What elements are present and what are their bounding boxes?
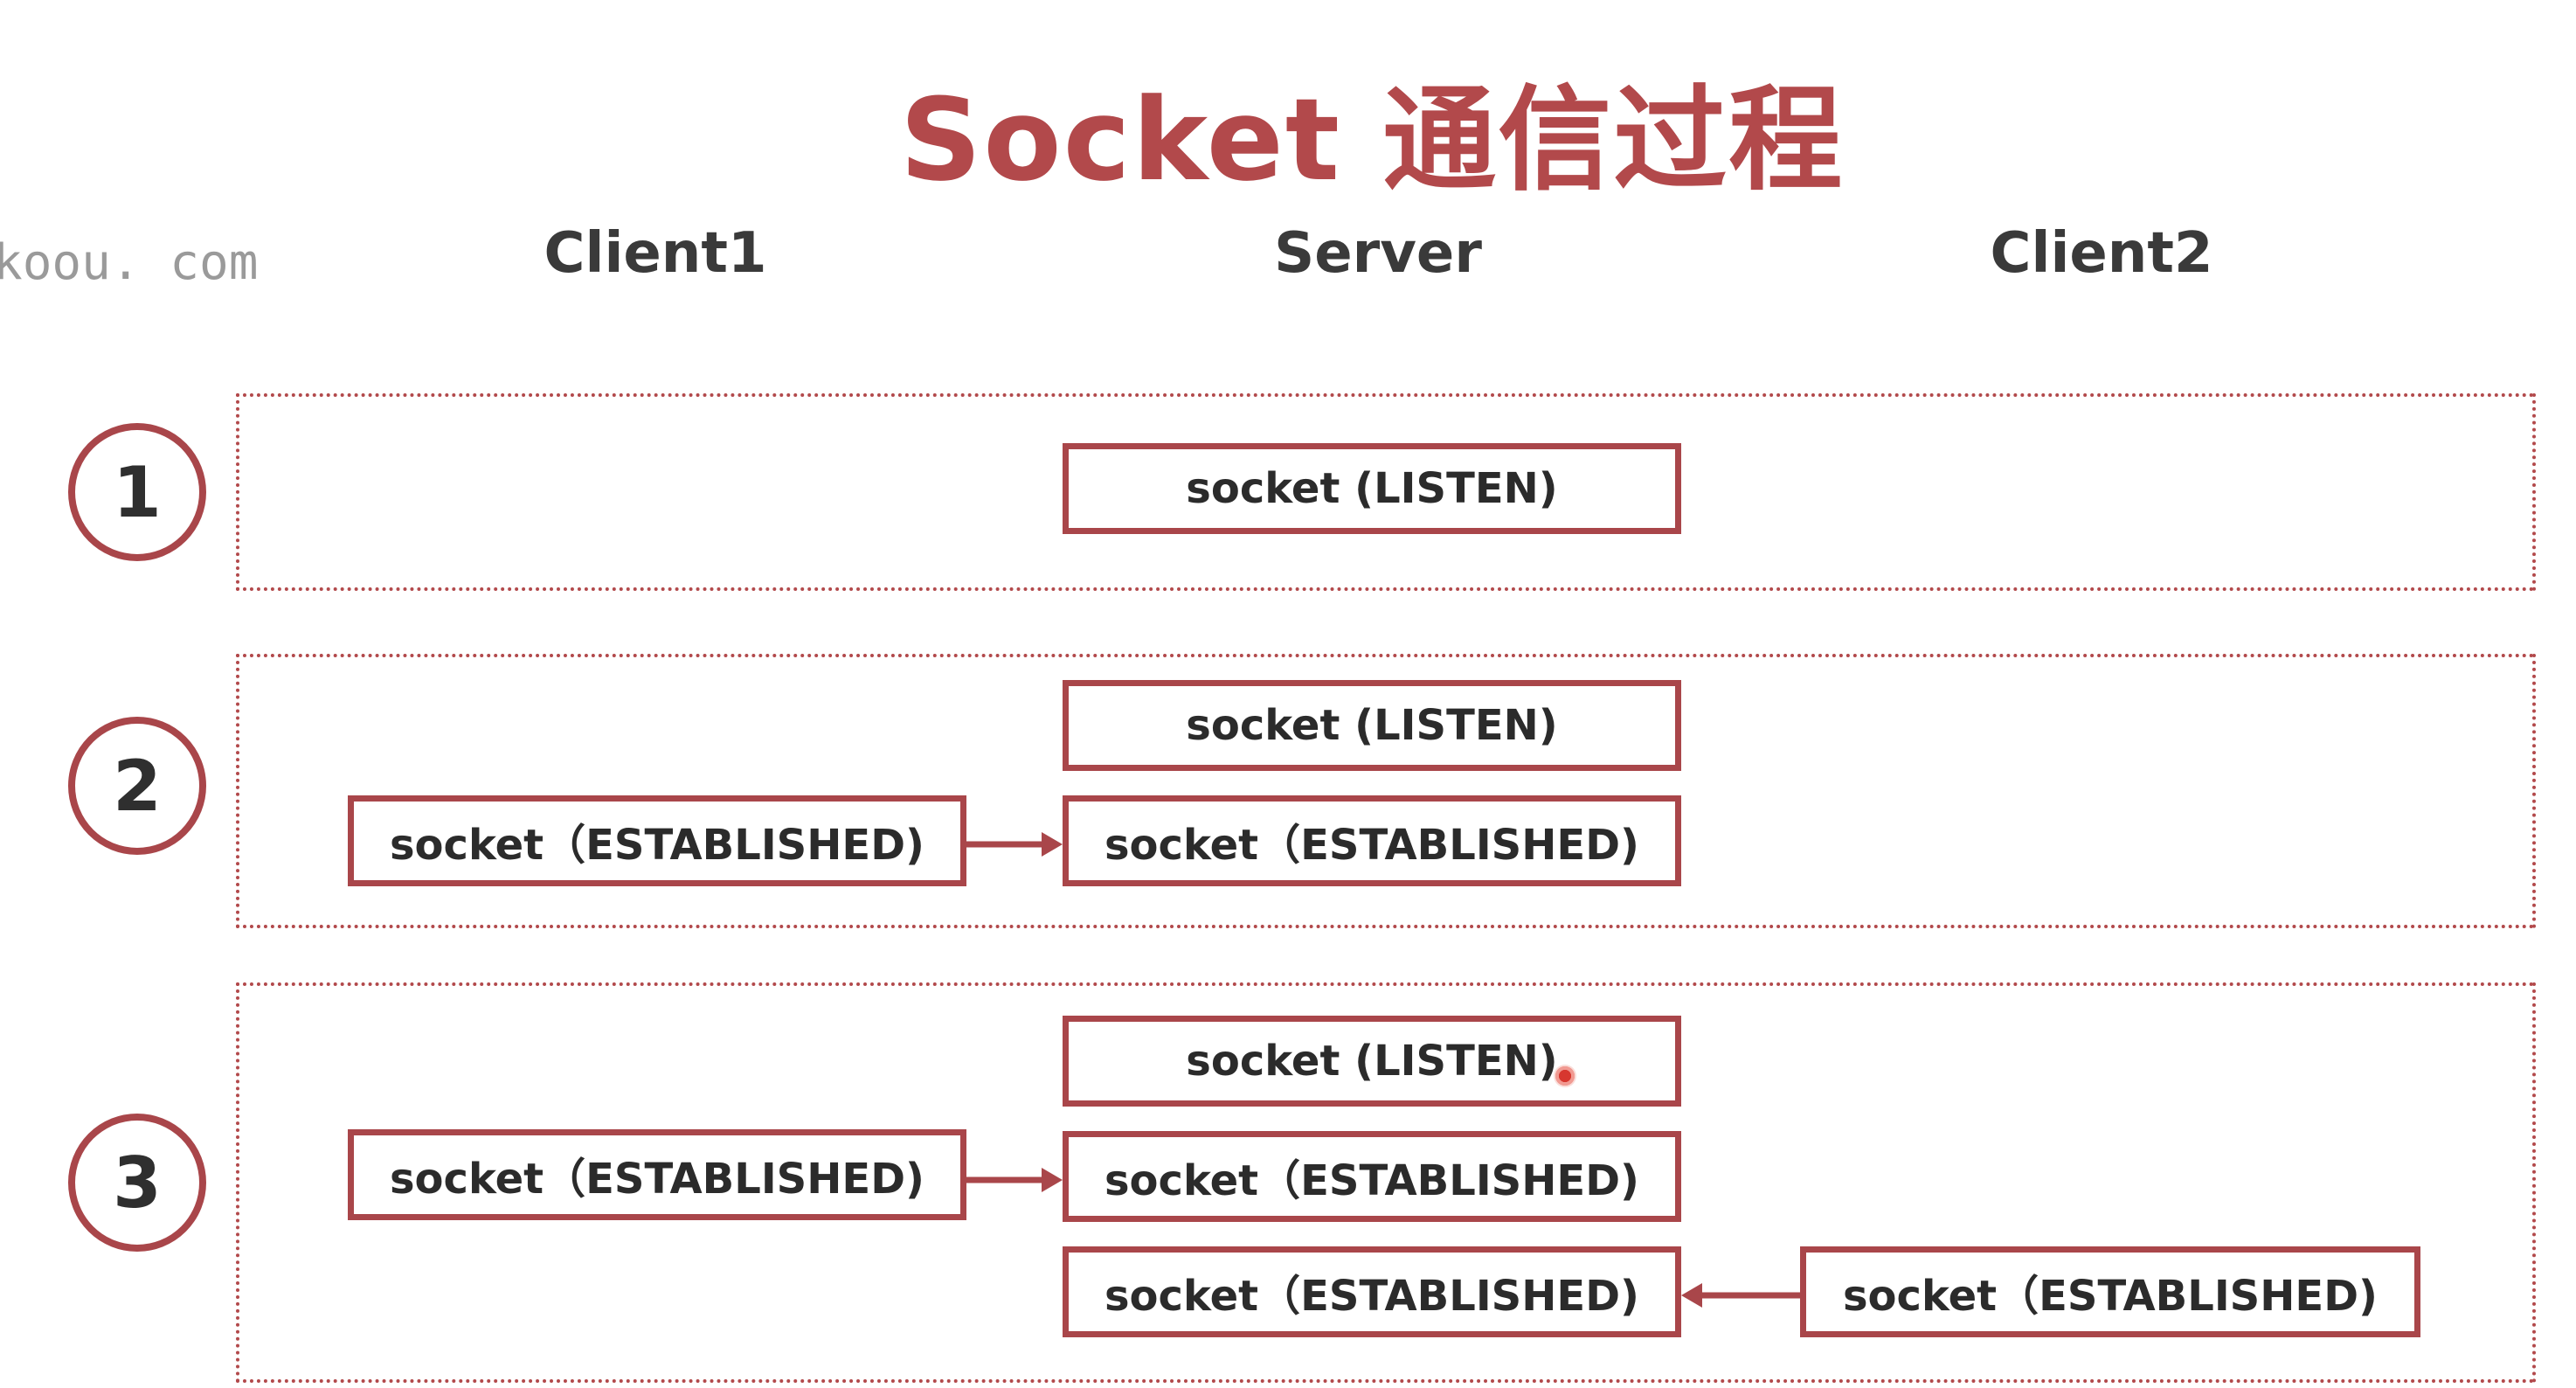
stage-2-client1-established-socket: socket（ESTABLISHED) xyxy=(348,795,966,886)
stage-3-frame xyxy=(236,982,2536,1383)
pointer-cursor-icon xyxy=(1554,1065,1576,1087)
watermark-text: koou. com xyxy=(0,234,259,291)
stage-3-client2-established-socket: socket（ESTABLISHED) xyxy=(1800,1246,2420,1337)
step-1-badge: 1 xyxy=(68,423,206,561)
diagram-title: Socket 通信过程 xyxy=(899,73,1845,206)
stage-1-frame xyxy=(236,393,2536,591)
step-3-badge: 3 xyxy=(68,1114,206,1252)
stage-3-server-listen-socket: socket (LISTEN) xyxy=(1063,1016,1681,1107)
stage-1-server-listen-socket: socket (LISTEN) xyxy=(1063,443,1681,534)
column-header-client1: Client1 xyxy=(544,221,767,286)
stage-3-server-established-socket-2: socket（ESTABLISHED) xyxy=(1063,1246,1681,1337)
stage-3-client1-established-socket: socket（ESTABLISHED) xyxy=(348,1129,966,1220)
stage-2-frame xyxy=(236,654,2536,928)
stage-2-server-listen-socket: socket (LISTEN) xyxy=(1063,680,1681,771)
column-header-server: Server xyxy=(1274,221,1482,286)
stage-3-server-established-socket-1: socket（ESTABLISHED) xyxy=(1063,1131,1681,1222)
stage-2-server-established-socket: socket（ESTABLISHED) xyxy=(1063,795,1681,886)
step-2-badge: 2 xyxy=(68,717,206,855)
column-header-client2: Client2 xyxy=(1990,221,2213,286)
